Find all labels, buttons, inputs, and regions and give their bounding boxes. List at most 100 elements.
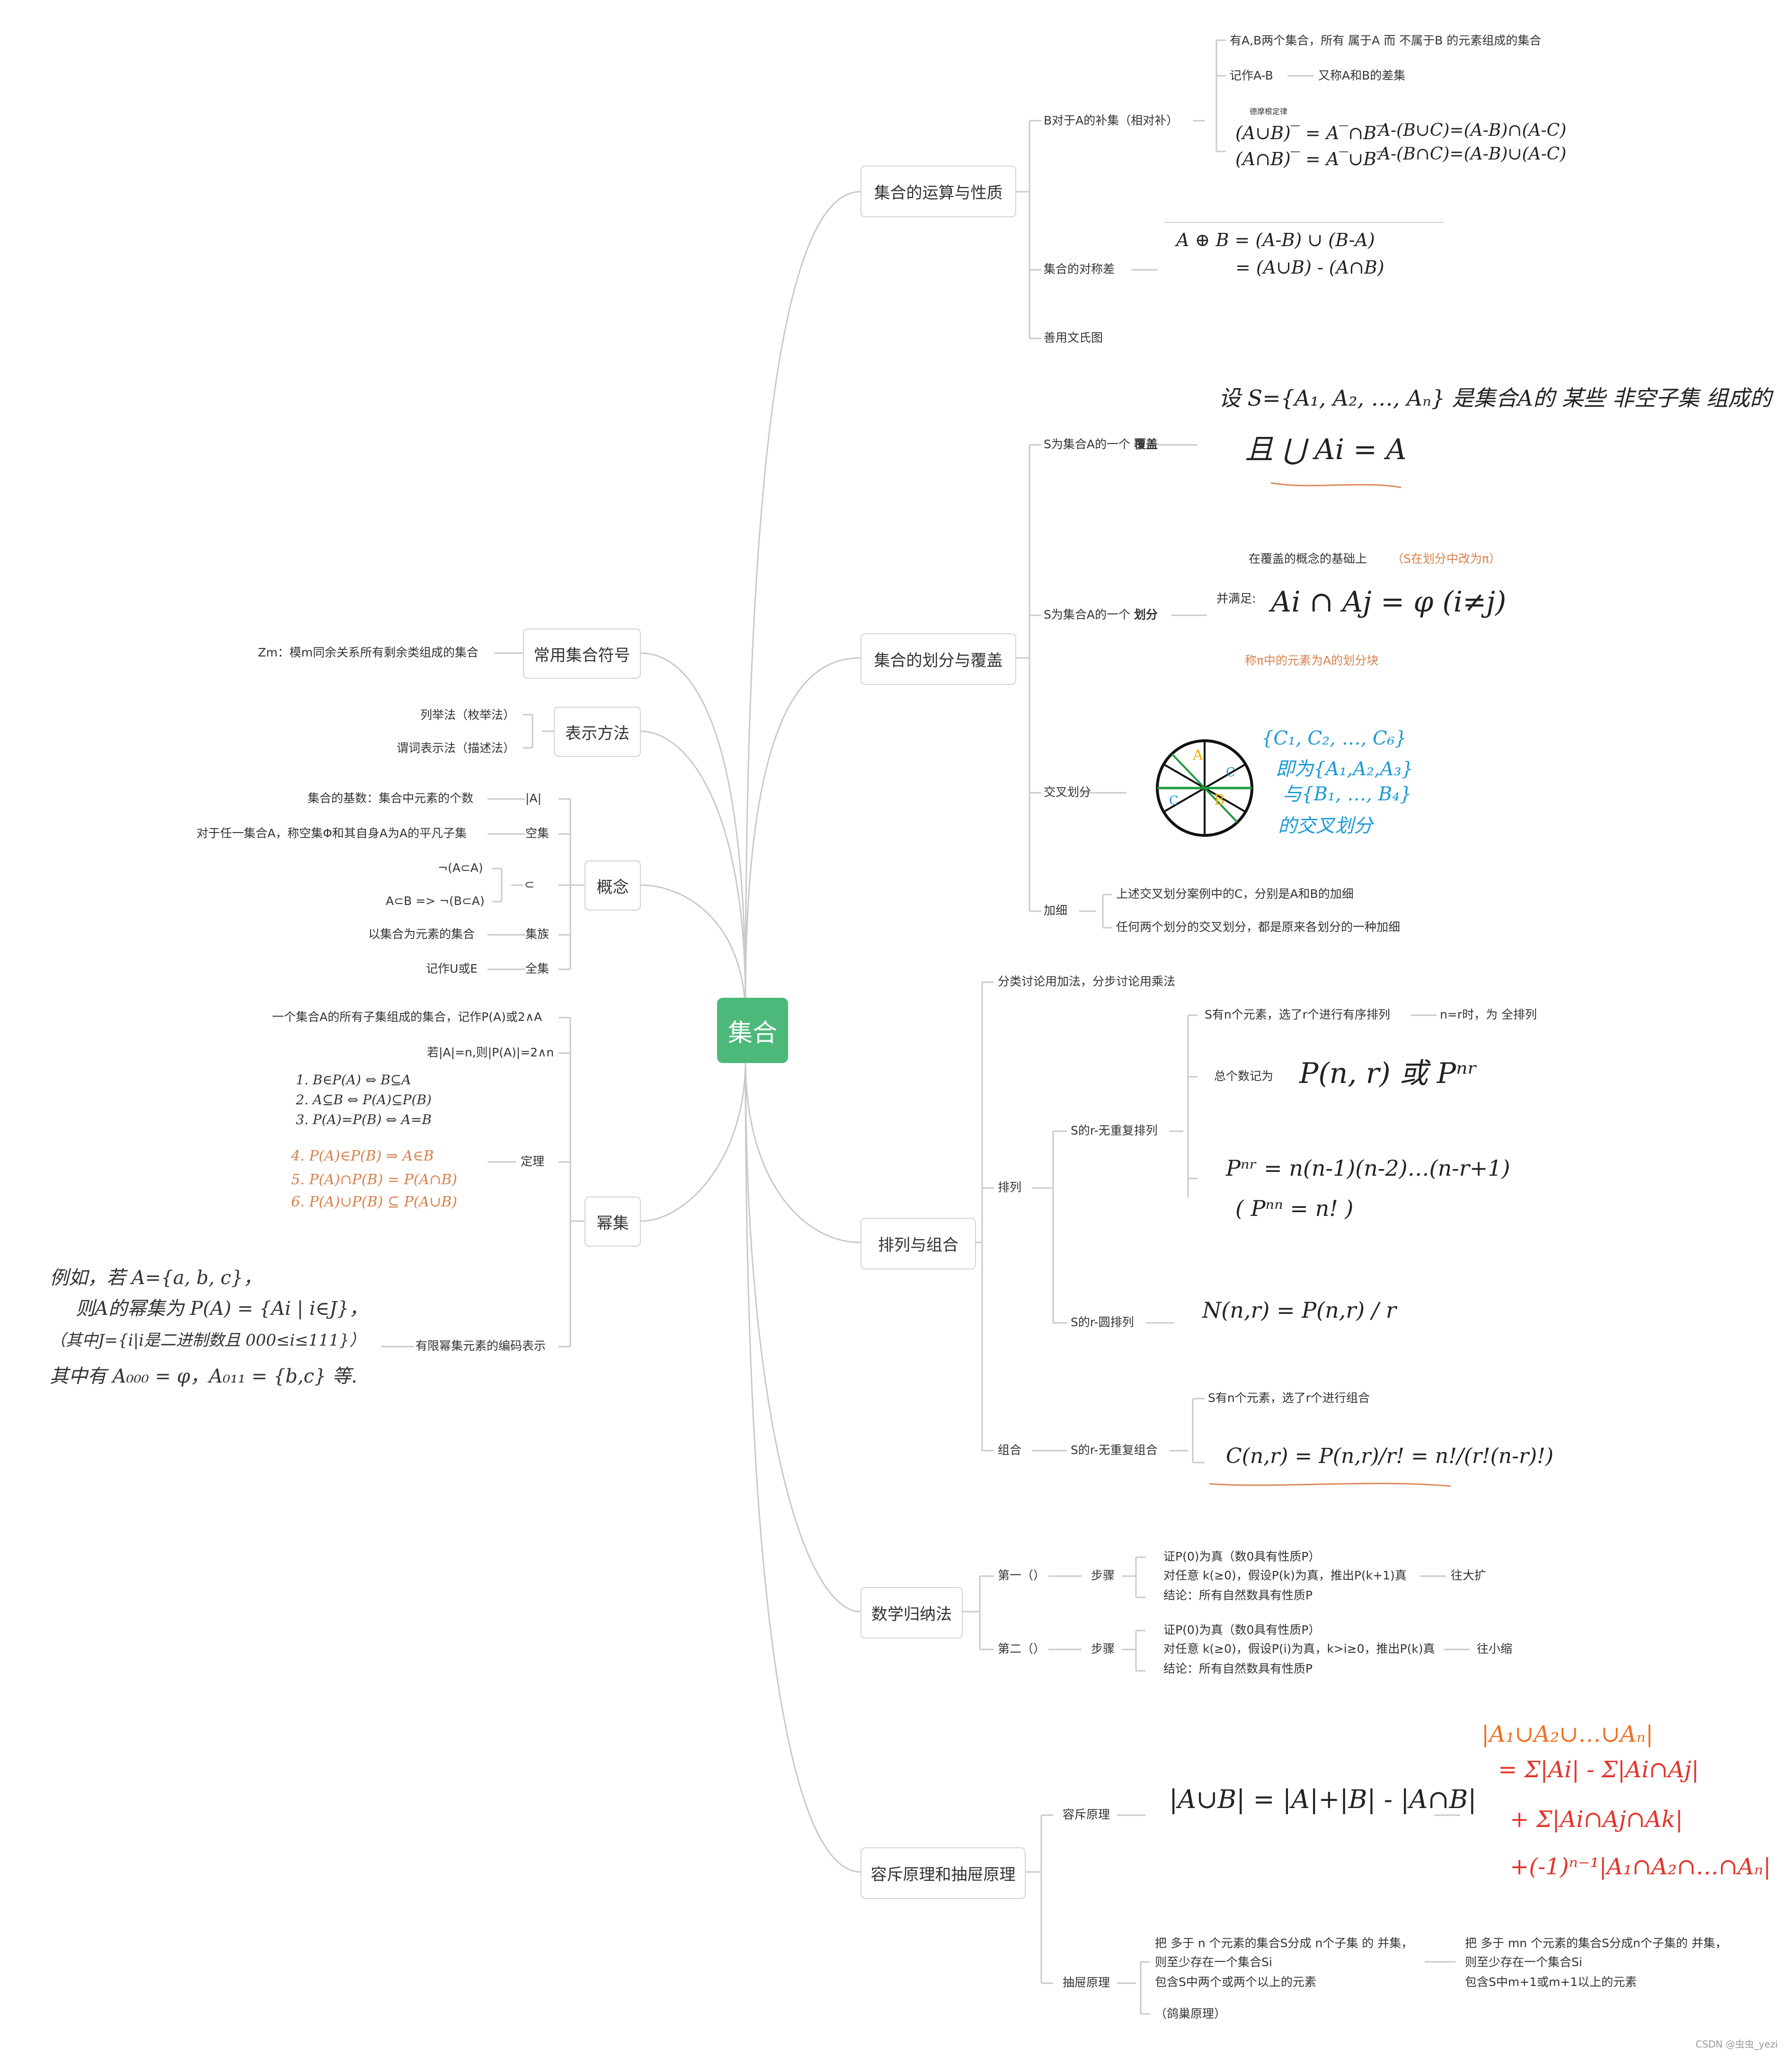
power-example: 则A的幂集为 P(A) = {Ai | i∈J}， [76, 1298, 368, 1320]
induction-expand: 往大扩 [1451, 1569, 1487, 1582]
partition-block: 称π中的元素为A的划分块 [1245, 654, 1379, 667]
branch-concept[interactable]: 概念 [585, 860, 641, 911]
cover-keyword: 覆盖 [1134, 437, 1158, 451]
partition-cross-hw: 与{B₁, …, B₄} [1283, 783, 1412, 805]
power-theorem-orange: 4. P(A)∈P(B) ⇒ A∈B [291, 1148, 434, 1164]
induction-second: 第二（） [998, 1642, 1046, 1656]
perm-key: 排列 [998, 1180, 1022, 1194]
concept-empty-key: 空集 [525, 826, 550, 840]
incl-ph-2: 包含S中m+1或m+1以上的元素 [1465, 1975, 1637, 1989]
branch-partition[interactable]: 集合的划分与覆盖 [861, 633, 1016, 685]
branch-power[interactable]: 幂集 [585, 1197, 641, 1247]
perm-p-hw: P(n, r) 或 Pⁿʳ [1299, 1057, 1478, 1090]
incl-ie-formula: |A∪B| = |A|+|B| - |A∩B| [1169, 1784, 1477, 1814]
branch-symbols[interactable]: 常用集合符号 [523, 629, 641, 679]
svg-text:A: A [1192, 747, 1203, 763]
concept-subset-key: ⊂ [524, 878, 534, 891]
induction-step: 步骤 [1091, 1642, 1115, 1656]
partition-formula: Ai ∩ Aj = φ (i≠j) [1271, 585, 1507, 619]
ops-diff-name: 又称A和B的差集 [1318, 69, 1406, 82]
induction-first-step: 结论：所有自然数具有性质P [1163, 1588, 1313, 1602]
concept-empty-desc: 对于任一集合A，称空集Φ和其自身A为A的平凡子集 [196, 826, 467, 840]
incl-ph-1: 把 多于 n 个元素的集合S分成 n个子集 的 并集， [1155, 1936, 1413, 1950]
partition-cover-hw: 设 S={A₁, A₂, …, Aₙ} 是集合A的 某些 非空子集 组成的 [1219, 385, 1772, 411]
ops-diff-law: A-(B∩C)=(A-B)∪(A-C) [1378, 144, 1567, 164]
incl-ph-note: （鸽巢原理） [1155, 2007, 1226, 2021]
induction-second-step: 对任意 k(≥0)，假设P(i)为真，k>i≥0，推出P(k)真 [1163, 1642, 1435, 1656]
concept-subset-1: ¬(A⊂A) [438, 861, 483, 875]
perm-r-perm-def: S有n个元素，选了r个进行有序排列 [1205, 1008, 1390, 1021]
ops-demorgan: (A∪B)‾ = A‾∩B‾ [1235, 123, 1386, 143]
partition-note: （S在划分中改为π） [1392, 552, 1501, 566]
incl-ie: 容斥原理 [1063, 1808, 1110, 1821]
ops-demorgan: (A∩B)‾ = A‾∪B‾ [1235, 149, 1386, 169]
partition-cross-hw: 即为{A₁,A₂,A₃} [1276, 758, 1414, 780]
perm-circ: S的r-圆排列 [1071, 1315, 1134, 1329]
power-theorem: 1. B∈P(A) ⇔ B⊆A [296, 1072, 411, 1088]
perm-full: n=r时，为 全排列 [1440, 1008, 1537, 1021]
repr-item: 列举法（枚举法） [420, 708, 515, 722]
incl-ph: 抽屉原理 [1063, 1976, 1110, 1989]
ops-venn: 善用文氏图 [1044, 331, 1103, 345]
induction-first-step: 证P(0)为真（数0具有性质P） [1163, 1550, 1321, 1563]
partition-part: S为集合A的一个 划分 [1044, 608, 1158, 621]
power-theorem: 3. P(A)=P(B) ⇔ A=B [296, 1112, 432, 1127]
ops-symdiff-formula: A ⊕ B = (A-B) ∪ (B-A) [1176, 230, 1375, 250]
power-example: （其中J={i|i是二进制数且 000≤i≤111}） [50, 1331, 366, 1350]
perm-comb-key: 组合 [998, 1443, 1022, 1457]
branch-induction[interactable]: 数学归纳法 [861, 1587, 963, 1639]
svg-text:C: C [1169, 794, 1179, 808]
partition-refine: 加细 [1044, 904, 1068, 917]
power-theorem-orange: 5. P(A)∩P(B) = P(A∩B) [291, 1171, 457, 1188]
part-keyword: 划分 [1134, 608, 1158, 621]
footer-watermark: CSDN @虫虫_yezi [1695, 2039, 1778, 2050]
cross-partition-diagram: A B C C [1156, 739, 1253, 837]
concept-abs-key: |A| [525, 791, 541, 805]
induction-first: 第一（） [998, 1569, 1046, 1582]
perm-rule: 分类讨论用加法，分步讨论用乘法 [998, 975, 1176, 988]
perm-total: 总个数记为 [1214, 1069, 1274, 1083]
branch-perm[interactable]: 排列与组合 [861, 1218, 976, 1269]
incl-ph-2: 则至少存在一个集合Si [1465, 1955, 1582, 1969]
partition-cover-hw: 且 ⋃ Ai = A [1245, 433, 1407, 466]
induction-first-step: 对任意 k(≥0)，假设P(k)为真，推出P(k+1)真 [1163, 1569, 1407, 1582]
branch-incl[interactable]: 容斥原理和抽屉原理 [861, 1847, 1026, 1899]
power-size: 若|A|=n,则|P(A)|=2∧n [427, 1046, 554, 1059]
ops-symdiff: 集合的对称差 [1044, 262, 1115, 276]
power-example: 例如，若 A={a, b, c}， [50, 1267, 262, 1289]
concept-family-key: 集族 [525, 927, 550, 941]
repr-item: 谓词表示法（描述法） [397, 741, 515, 755]
power-example: 其中有 A₀₀₀ = φ，A₀₁₁ = {b,c} 等. [50, 1365, 357, 1387]
incl-ie-general: + Σ|Ai∩Aj∩Ak| [1510, 1806, 1683, 1833]
perm-comb-formula: C(n,r) = P(n,r)/r! = n!/(r!(n-r)!) [1226, 1444, 1554, 1468]
induction-second-step: 证P(0)为真（数0具有性质P） [1163, 1623, 1321, 1637]
symbols-zm: Zm：模m同余关系所有剩余类组成的集合 [258, 646, 479, 659]
power-encoding-label: 有限幂集元素的编码表示 [416, 1339, 546, 1353]
partition-cross-hw: 的交叉划分 [1278, 815, 1373, 837]
ops-diff-law: A-(B∪C)=(A-B)∩(A-C) [1378, 121, 1567, 140]
perm-p-formula: Pⁿʳ = n(n-1)(n-2)…(n-r+1) [1226, 1155, 1510, 1181]
power-theorem-orange: 6. P(A)∪P(B) ⊆ P(A∪B) [291, 1194, 457, 1210]
root-node[interactable]: 集合 [717, 998, 788, 1063]
ops-symdiff-formula: = (A∪B) - (A∩B) [1235, 257, 1384, 278]
partition-base: 在覆盖的概念的基础上 [1249, 552, 1367, 566]
perm-r-comb: S的r-无重复组合 [1071, 1443, 1158, 1457]
ops-relcomp-def: 有A,B两个集合，所有 属于A 而 不属于B 的元素组成的集合 [1230, 34, 1542, 47]
power-def: 一个集合A的所有子集组成的集合，记作P(A)或2∧A [272, 1010, 542, 1024]
incl-ph-1: 包含S中两个或两个以上的元素 [1155, 1975, 1316, 1989]
branch-ops[interactable]: 集合的运算与性质 [861, 166, 1016, 217]
svg-text:B: B [1214, 792, 1224, 808]
concept-subset-2: A⊂B => ¬(B⊂A) [386, 894, 485, 908]
partition-and: 并满足: [1216, 592, 1256, 605]
partition-refine-item: 任何两个划分的交叉划分，都是原来各划分的一种加细 [1116, 920, 1401, 934]
incl-ph-1: 则至少存在一个集合Si [1155, 1955, 1272, 1969]
perm-r-perm: S的r-无重复排列 [1071, 1124, 1158, 1137]
perm-circ-formula: N(n,r) = P(n,r) / r [1202, 1297, 1396, 1323]
partition-cover: S为集合A的一个 覆盖 [1044, 437, 1158, 451]
ops-demorgan-label: 德摩根定律 [1250, 107, 1288, 116]
branch-repr[interactable]: 表示方法 [554, 707, 641, 757]
ops-notation: 记作A-B [1230, 69, 1273, 82]
incl-ie-general: +(-1)ⁿ⁻¹|A₁∩A₂∩…∩Aₙ| [1510, 1853, 1771, 1880]
partition-cross: 交叉划分 [1044, 785, 1091, 799]
